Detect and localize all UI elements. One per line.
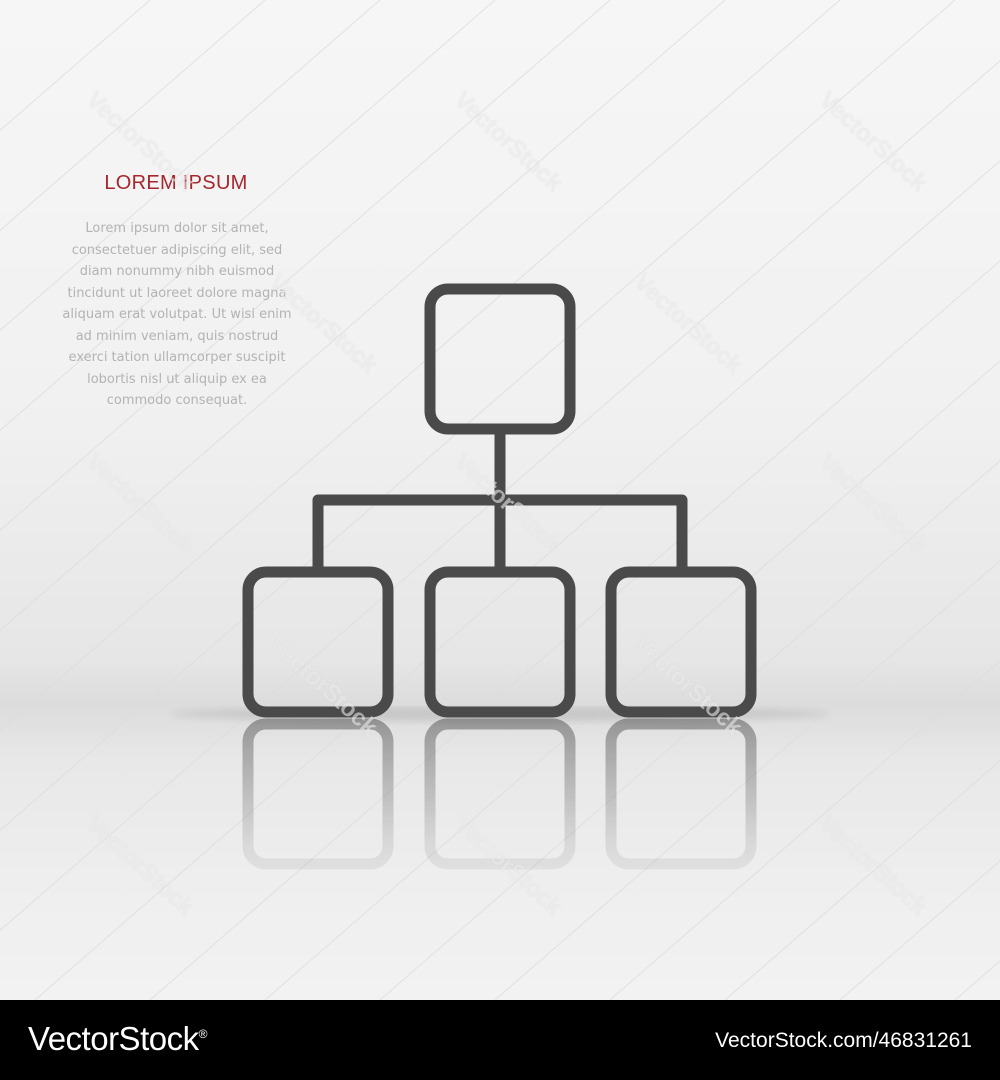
illustration-canvas: LOREM IPSUM Lorem ipsum dolor sit amet, … [0, 0, 1000, 1000]
background-line [609, 660, 1000, 1000]
body-line: lobortis nisl ut aliquip ex ea [87, 371, 267, 387]
body-line: consectetuer adipiscing elit, sed [71, 242, 283, 258]
footer-bar: VectorStock® VectorStock.com/46831261 [0, 1000, 1000, 1080]
footer-url: VectorStock.com/46831261 [715, 1029, 972, 1052]
background-line [724, 760, 1000, 1000]
body-line: aliquam erat volutpat. Ut wisi enim [62, 307, 292, 322]
top-node-box [424, 283, 576, 435]
footer-logo: VectorStock® [28, 1020, 207, 1058]
background-line [0, 0, 841, 732]
body-line: diam nonummy nibh euismod [79, 264, 275, 279]
child-node-box-center [424, 566, 576, 718]
body-line: commodo consequat. [106, 393, 248, 408]
heading: LOREM IPSUM [104, 172, 248, 194]
background-line [0, 0, 266, 232]
body-line: Lorem ipsum dolor sit amet, [85, 221, 269, 236]
body-text: Lorem ipsum dolor sit amet, consectetuer… [52, 218, 302, 412]
background-line [264, 360, 1000, 1000]
body-line: exerci tation ullamcorper suscipit [68, 350, 286, 365]
child-node-box-left [242, 566, 394, 718]
footer-logo-text: VectorStock [28, 1020, 199, 1057]
background-line [494, 560, 1000, 1000]
connector-branch [312, 494, 688, 572]
background-line [0, 0, 381, 332]
background-line [0, 0, 726, 632]
icon-reflection [242, 718, 757, 870]
registered-mark: ® [198, 1027, 208, 1041]
background-line [0, 0, 611, 532]
child-node-box-right [605, 566, 757, 718]
icon-main [242, 283, 757, 718]
body-line: tincidunt ut laoreet dolore magna [67, 285, 287, 301]
hierarchy-structure-icon [170, 283, 830, 870]
background-line [149, 260, 1000, 1000]
background-line [0, 0, 496, 432]
body-line: ad minim veniam, quis nostrud [75, 328, 279, 344]
